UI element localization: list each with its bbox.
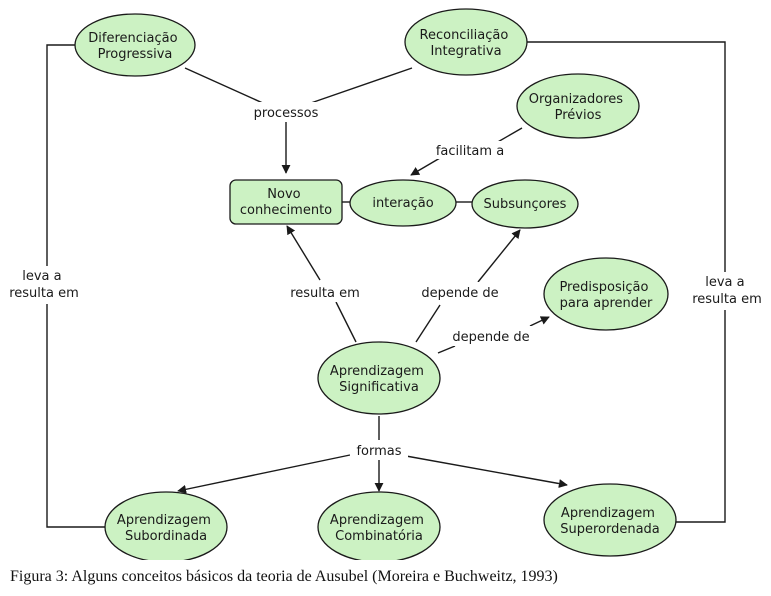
link-line-resulta-novo [286, 225, 321, 281]
link-line-formas-superordenada [405, 455, 568, 488]
node-predisposicao: Predisposição para aprender [543, 257, 669, 331]
node-interacao: interação [349, 179, 457, 227]
node-superordenada: Aprendizagem Superordenada [543, 483, 677, 557]
link-label-formas: formas [356, 444, 401, 459]
link-labels: processos facilitam a resulta em depende… [2, 102, 770, 460]
link-line-organizadores-facilitam [495, 127, 523, 144]
node-superordenada-label: Aprendizagem Superordenada [560, 506, 660, 537]
link-label-depende-de-subsuncores: depende de [421, 286, 498, 301]
link-line-depende2-predisposicao [529, 316, 550, 327]
figure-caption: Figura 3: Alguns conceitos básicos da te… [10, 568, 558, 585]
node-organizadores: Organizadores Prévios [516, 73, 640, 139]
node-organizadores-label: Organizadores Prévios [529, 92, 627, 123]
node-reconciliacao-label: Reconciliação Integrativa [420, 28, 513, 59]
link-label-resulta-em: resulta em [290, 286, 360, 301]
node-diferenciacao: Diferenciação Progressiva [74, 13, 196, 77]
link-line-reconciliacao-processos [307, 67, 413, 105]
link-label-leva-right: leva a resulta em [692, 275, 762, 307]
node-combinatoria: Aprendizagem Combinatória [317, 491, 441, 560]
link-label-processos: processos [254, 106, 319, 121]
link-line-diferenciacao-processos [184, 67, 266, 105]
node-reconciliacao: Reconciliação Integrativa [404, 8, 528, 76]
node-interacao-label: interação [372, 196, 433, 211]
node-novo-label: Novo conhecimento [240, 187, 332, 218]
node-predisposicao-label: Predisposição para aprender [559, 280, 653, 311]
node-novo-conhecimento: Novo conhecimento [229, 179, 343, 225]
link-line-formas-subordinada [177, 454, 351, 494]
node-subsuncores-label: Subsunçores [484, 197, 567, 212]
node-subsuncores: Subsunçores [471, 179, 579, 229]
link-line-depende1-subsuncores [477, 229, 521, 283]
link-line-aprendizagem-resulta [335, 301, 357, 343]
node-subordinada-label: Aprendizagem Subordinada [117, 513, 215, 544]
link-label-depende-de-predisposicao: depende de [452, 330, 529, 345]
node-diferenciacao-label: Diferenciação Progressiva [88, 31, 181, 62]
node-aprendizagem-significativa: Aprendizagem Significativa [317, 341, 441, 415]
connector-lines [46, 41, 726, 528]
node-combinatoria-label: Aprendizagem Combinatória [330, 513, 428, 544]
concept-map: processos facilitam a resulta em depende… [2, 8, 770, 560]
link-line-aprendizagem-depende2 [437, 345, 456, 354]
link-line-aprendizagem-depende1 [415, 304, 441, 343]
link-label-leva-left: leva a resulta em [9, 269, 79, 301]
link-label-facilitam: facilitam a [436, 144, 504, 159]
link-line-facilitam-interacao [410, 157, 441, 176]
node-aprendizagem-label: Aprendizagem Significativa [330, 364, 428, 395]
node-subordinada: Aprendizagem Subordinada [104, 491, 228, 560]
